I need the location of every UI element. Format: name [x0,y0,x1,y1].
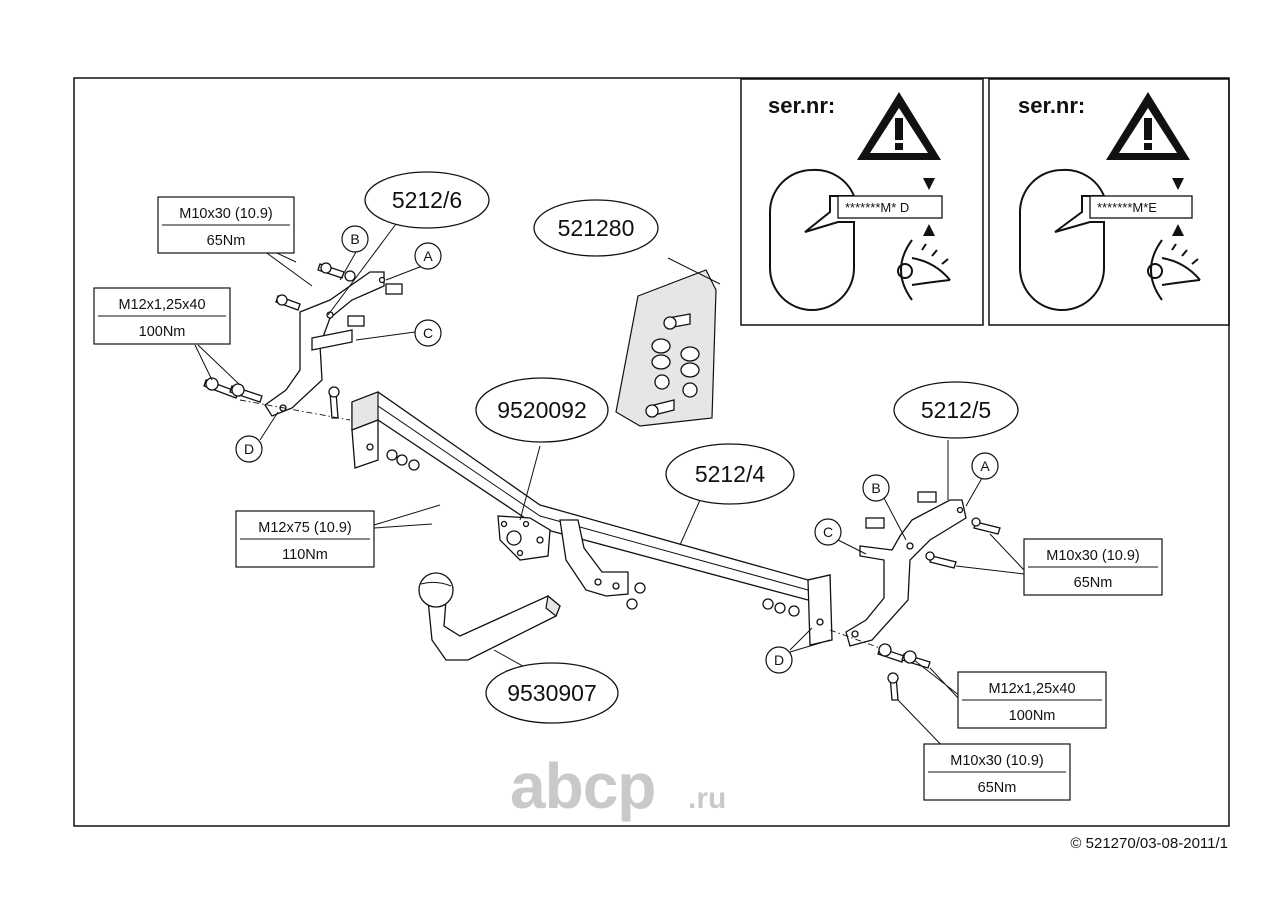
svg-text:M10x30 (10.9): M10x30 (10.9) [179,206,273,222]
serial-code: *******M* D [845,200,909,215]
svg-text:M12x75 (10.9): M12x75 (10.9) [258,520,352,536]
callout-left-A: A [414,242,442,270]
left-bracket-drawing [203,262,403,421]
svg-text:.ru: .ru [688,782,726,815]
callout-right-D: D [765,646,793,674]
svg-text:C: C [423,325,433,341]
svg-text:65Nm: 65Nm [978,780,1017,796]
svg-text:B: B [350,231,359,247]
serial-code: *******M*E [1097,200,1157,215]
callout-right-C: C [814,518,842,546]
svg-text:9530907: 9530907 [507,680,597,706]
part-label-kit: 521280 [533,199,659,257]
svg-text:C: C [823,524,833,540]
svg-text:9520092: 9520092 [497,397,587,423]
plate-location-icon [1019,168,1193,311]
eye-icon [897,239,951,301]
hardware-kit-drawing [615,269,717,427]
svg-text:M12x1,25x40: M12x1,25x40 [988,681,1075,697]
callout-left-C: C [414,319,442,347]
spec-box-left-top: M10x30 (10.9) 65Nm [157,196,295,254]
crossbar-drawing [351,391,833,646]
svg-text:65Nm: 65Nm [207,233,246,249]
part-label-bracket-left: 5212/6 [364,171,490,229]
leader-lines [194,219,1025,755]
callout-left-B: B [341,225,369,253]
svg-text:110Nm: 110Nm [282,547,328,563]
towball-drawing [418,572,561,661]
warning-panel-left: ser.nr: *******M* D [740,78,984,326]
svg-text:M10x30 (10.9): M10x30 (10.9) [1046,548,1140,564]
warning-panel-right: ser.nr: *******M*E [988,78,1230,326]
document-reference: © 521270/03-08-2011/1 [1070,835,1228,852]
part-label-plate: 9520092 [475,377,609,443]
svg-text:100Nm: 100Nm [1009,708,1056,724]
spec-box-right-mid: M12x1,25x40 100Nm [957,671,1107,729]
spec-box-left-mid: M12x1,25x40 100Nm [93,287,231,345]
callout-left-D: D [235,435,263,463]
svg-text:5212/4: 5212/4 [695,461,766,487]
watermark: abcp .ru [510,750,726,822]
mounting-plate-drawing [497,515,551,561]
spec-box-center: M12x75 (10.9) 110Nm [235,510,375,568]
warning-triangle-icon [857,92,941,160]
svg-text:D: D [244,441,254,457]
part-label-crossbar: 5212/4 [665,443,795,505]
serial-label: ser.nr: [768,93,835,118]
callout-right-A: A [971,452,999,480]
right-bracket-drawing [829,491,1001,701]
part-label-towball: 9530907 [485,662,619,724]
svg-text:5212/6: 5212/6 [392,187,462,213]
svg-text:A: A [980,458,990,474]
spec-box-right-bottom: M10x30 (10.9) 65Nm [923,743,1071,801]
svg-text:B: B [871,480,880,496]
serial-label: ser.nr: [1018,93,1085,118]
callout-right-B: B [862,474,890,502]
arrow-up-icon [1172,224,1184,236]
arrow-down-icon [1172,178,1184,190]
svg-text:100Nm: 100Nm [139,324,186,340]
spec-box-right-top: M10x30 (10.9) 65Nm [1023,538,1163,596]
arrow-down-icon [923,178,935,190]
eye-icon [1147,239,1201,301]
arrow-up-icon [923,224,935,236]
svg-text:abcp: abcp [510,750,655,822]
svg-text:65Nm: 65Nm [1074,575,1113,591]
plate-location-icon [769,168,943,311]
svg-text:M10x30 (10.9): M10x30 (10.9) [950,753,1044,769]
svg-text:A: A [423,248,433,264]
warning-triangle-icon [1106,92,1190,160]
svg-text:5212/5: 5212/5 [921,397,991,423]
diagram-frame [73,77,1230,827]
svg-text:D: D [774,652,784,668]
svg-text:M12x1,25x40: M12x1,25x40 [118,297,205,313]
part-label-bracket-right: 5212/5 [893,381,1019,439]
svg-text:521280: 521280 [558,215,635,241]
